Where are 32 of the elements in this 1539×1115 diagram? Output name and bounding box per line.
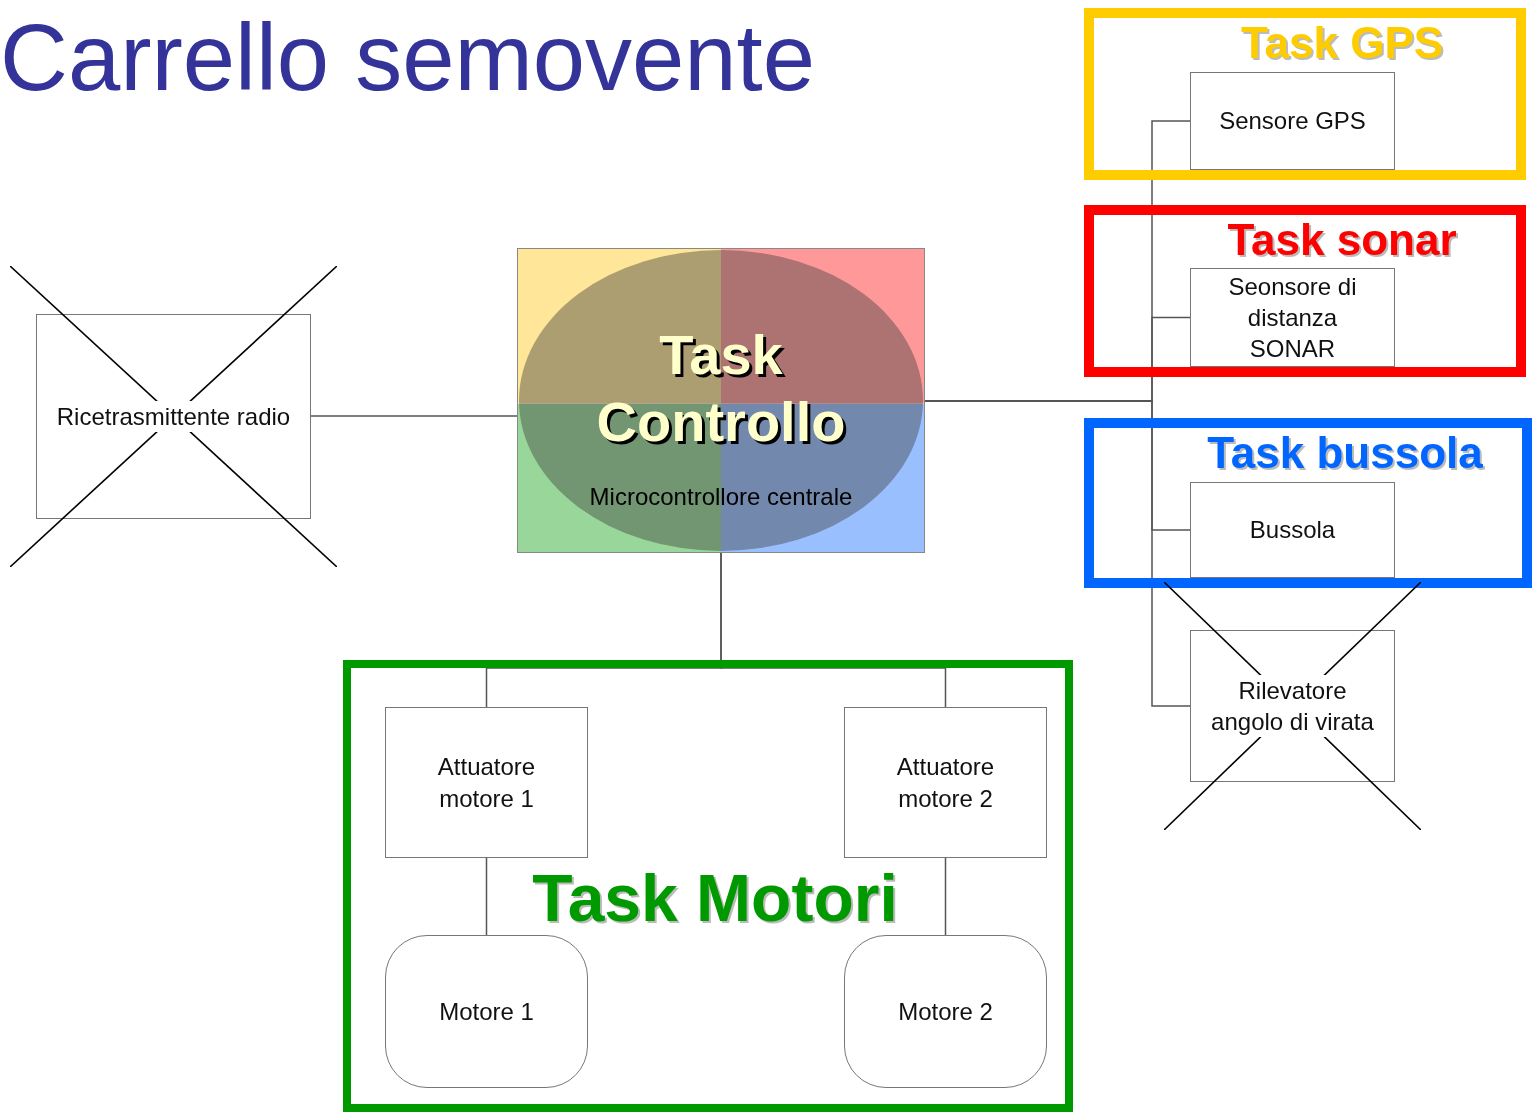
box-label: Motore 2 — [898, 996, 993, 1027]
process-box — [1190, 268, 1395, 367]
motor-rounded-box — [844, 935, 1047, 1088]
motor-rounded-box — [385, 935, 588, 1088]
process-box — [1190, 630, 1395, 782]
process-box — [1190, 72, 1395, 170]
process-box — [844, 707, 1047, 858]
box-label: Seonsore di distanza SONAR — [1227, 271, 1358, 365]
task-title: Task sonar — [1226, 216, 1458, 265]
task-title: Task Motori — [531, 862, 899, 935]
box-label: Bussola — [1249, 515, 1336, 546]
connector-line — [944, 857, 947, 936]
process-box — [1190, 482, 1395, 578]
task-frame — [1084, 8, 1526, 180]
box-label: Sensore GPS — [1219, 106, 1366, 137]
connector-line — [720, 552, 947, 708]
task-title: Task Controllo — [595, 322, 847, 456]
diagram-title: Carrello semovente — [0, 6, 816, 110]
task-frame — [1084, 205, 1526, 377]
box-label: Attuatore motore 1 — [436, 752, 537, 814]
process-box — [36, 314, 311, 519]
task-title: Task GPS — [1239, 19, 1445, 68]
process-box — [385, 707, 588, 858]
box-label: Attuatore motore 2 — [895, 752, 996, 814]
connector-line — [310, 415, 518, 417]
task-frame — [343, 660, 1073, 1112]
task-title: Task bussola — [1206, 429, 1484, 478]
box-label: Microcontrollore centrale — [589, 482, 853, 512]
task-frame — [1084, 418, 1532, 588]
box-label: Motore 1 — [439, 996, 534, 1027]
microcontroller-box — [517, 248, 925, 553]
connector-line — [485, 857, 488, 936]
